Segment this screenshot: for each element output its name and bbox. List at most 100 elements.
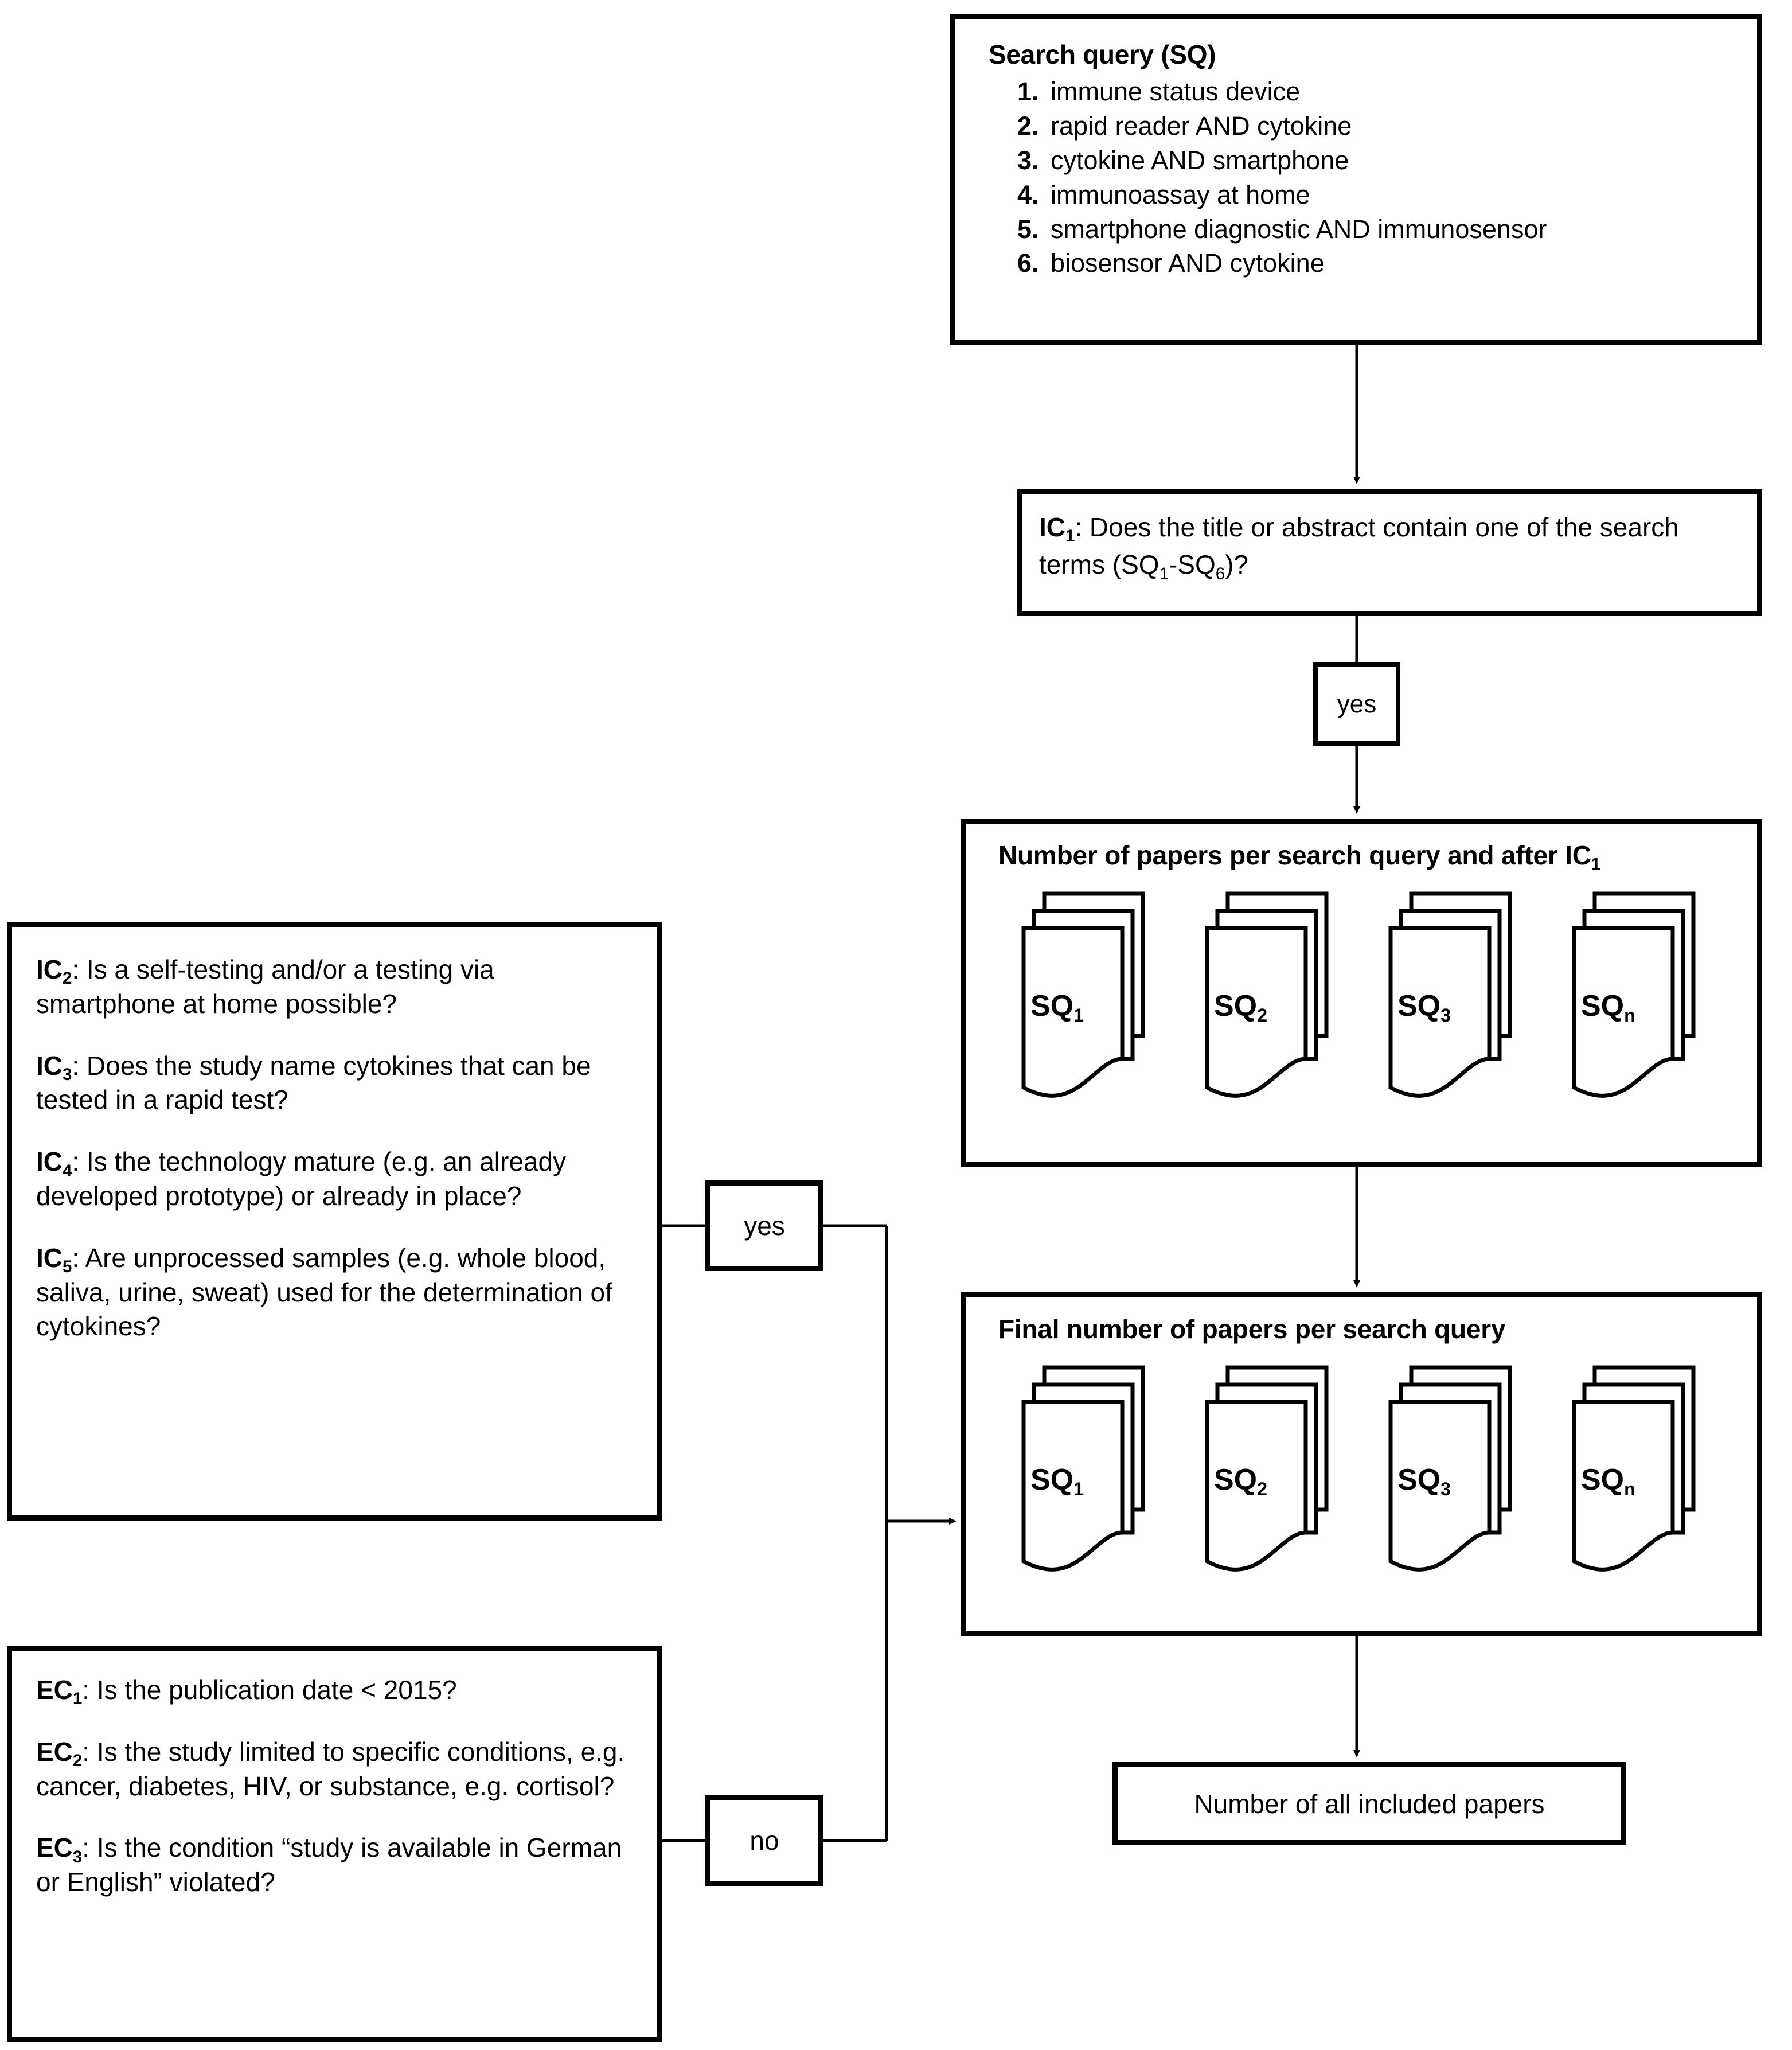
document-stack-label-sub: 1 [1073,1478,1084,1499]
document-stack-label-text: SQ [1581,989,1625,1023]
search-query-item-text: rapid reader AND cytokine [1051,111,1352,141]
criterion-item: IC5: Are unprocessed samples (e.g. whole… [36,1241,633,1344]
search-query-item-number: 2. [1017,111,1039,141]
document-stack-label: SQ1 [1030,1463,1084,1499]
criterion-code: EC [36,1675,73,1705]
ic1-line2-sub1: 1 [1159,564,1169,583]
search-query-item: 2. rapid reader AND cytokine [989,110,1740,142]
search-query-box: Search query (SQ) 1. immune status devic… [950,14,1762,345]
document-stack-icon: SQ3 [1388,887,1520,1105]
criterion-code-sub: 2 [63,969,72,988]
papers-final-box: Final number of papers per search query … [961,1292,1762,1636]
search-query-item-text: immunoassay at home [1051,180,1310,209]
criterion-text: : Is the condition “study is available i… [36,1833,622,1897]
criterion-code: IC [36,1147,63,1177]
criterion-item: IC4: Is the technology mature (e.g. an a… [36,1145,633,1214]
search-query-item-number: 5. [1017,214,1039,244]
ic1-line2-b: -SQ [1168,549,1216,580]
criterion-code: IC [36,1242,63,1273]
document-stack-icon: SQ1 [1021,1361,1153,1579]
ic1-line2-c: )? [1225,549,1248,580]
document-stack-icon: SQ2 [1205,1361,1337,1579]
decision-chip-no: no [705,1795,823,1886]
papers-after-ic1-title: Number of papers per search query and af… [998,840,1757,874]
criterion-code: IC [36,1050,63,1081]
document-stack-label-sub: 3 [1440,1478,1451,1499]
document-stack-label-sub: n [1624,1478,1635,1499]
criterion-item: EC1: Is the publication date < 2015? [36,1673,633,1708]
criterion-code-sub: 4 [63,1161,72,1180]
document-stack-label: SQ3 [1397,1463,1451,1499]
search-query-item: 6. biosensor AND cytokine [989,247,1740,279]
criterion-text: : Does the study name cytokines that can… [36,1050,591,1115]
search-query-item: 1. immune status device [989,76,1740,108]
document-stack-label-sub: 1 [1073,1004,1084,1026]
criterion-item: EC2: Is the study limited to specific co… [36,1735,633,1804]
search-query-item-number: 3. [1017,145,1039,175]
criterion-code-sub: 3 [72,1847,83,1866]
inclusion-criteria-box: IC2: Is a self-testing and/or a testing … [7,922,662,1521]
criterion-code: IC [36,954,63,984]
final-output-box: Number of all included papers [1112,1762,1626,1845]
papers-final-stack-row: SQ1 SQ2 SQ3 [998,1361,1757,1590]
document-stack-label-text: SQ [1030,1463,1074,1496]
criterion-text: : Is the technology mature (e.g. an alre… [36,1147,567,1211]
criterion-item: IC3: Does the study name cytokines that … [36,1049,633,1118]
document-stack-icon: SQn [1572,887,1704,1105]
document-stack-label: SQn [1581,989,1635,1026]
criterion-code: EC [36,1833,73,1863]
criterion-item: EC3: Is the condition “study is availabl… [36,1831,633,1900]
document-stack-label-text: SQ [1397,1463,1441,1496]
document-stack-label-sub: 2 [1257,1004,1268,1026]
document-stack-label-text: SQ [1581,1463,1625,1496]
criterion-code-sub: 5 [63,1257,72,1277]
papers-after-ic1-title-sub: 1 [1591,855,1600,874]
criterion-code-sub: 3 [63,1065,72,1084]
search-query-item-text: smartphone diagnostic AND immunosensor [1051,214,1547,244]
search-query-item-number: 1. [1017,77,1039,107]
papers-after-ic1-box: Number of papers per search query and af… [961,819,1762,1167]
document-stack-icon: SQ2 [1205,887,1337,1105]
papers-after-ic1-title-text: Number of papers per search query and af… [998,840,1591,870]
document-stack-icon: SQ3 [1388,1361,1520,1579]
search-query-item: 5. smartphone diagnostic AND immunosenso… [989,213,1740,245]
document-stack-label-text: SQ [1030,989,1074,1023]
document-stack-label: SQ1 [1030,989,1084,1026]
document-stack-icon: SQn [1572,1361,1704,1579]
ic1-line2-sub2: 6 [1215,564,1225,583]
document-stack-label-sub: n [1624,1004,1635,1026]
ic1-criterion-text: IC1: Does the title or abstract contain … [1039,509,1742,584]
search-query-item-number: 4. [1017,180,1039,209]
document-stack-label-sub: 3 [1440,1004,1451,1026]
document-stack-label-text: SQ [1214,989,1258,1023]
search-query-item-text: cytokine AND smartphone [1051,145,1349,175]
ic1-code: IC [1039,512,1065,542]
decision-chip-yes: yes [705,1180,823,1271]
search-query-item-text: immune status device [1051,77,1301,107]
papers-after-ic1-stack-row: SQ1 SQ2 SQ3 [998,887,1757,1116]
document-stack-label: SQ2 [1214,1463,1268,1499]
exclusion-criteria-box: EC1: Is the publication date < 2015? EC2… [7,1646,662,2042]
document-stack-label: SQ3 [1397,989,1451,1026]
search-query-item: 4. immunoassay at home [989,179,1740,211]
criterion-item: IC2: Is a self-testing and/or a testing … [36,953,633,1022]
criterion-text: : Is the study limited to specific condi… [36,1736,625,1801]
search-query-title: Search query (SQ) [989,40,1216,69]
ic1-line1: : Does the title or abstract contain one [1075,512,1520,542]
criterion-code-sub: 2 [72,1751,83,1771]
ic1-code-sub: 1 [1065,527,1075,546]
document-stack-label-text: SQ [1397,989,1441,1023]
search-query-item: 3. cytokine AND smartphone [989,145,1740,177]
ic1-line2-a: of the search terms (SQ [1039,512,1679,580]
criterion-text: : Is a self-testing and/or a testing via… [36,954,494,1019]
document-stack-label-sub: 2 [1257,1478,1268,1499]
search-query-item-text: biosensor AND cytokine [1051,248,1325,278]
search-query-item-number: 6. [1017,248,1039,278]
papers-final-title: Final number of papers per search query [998,1314,1506,1344]
document-stack-label: SQ2 [1214,989,1268,1026]
document-stack-label-text: SQ [1214,1463,1258,1496]
criterion-code-sub: 1 [72,1689,83,1709]
criterion-text: : Are unprocessed samples (e.g. whole bl… [36,1242,612,1342]
search-query-list: 1. immune status device 2. rapid reader … [989,76,1740,279]
